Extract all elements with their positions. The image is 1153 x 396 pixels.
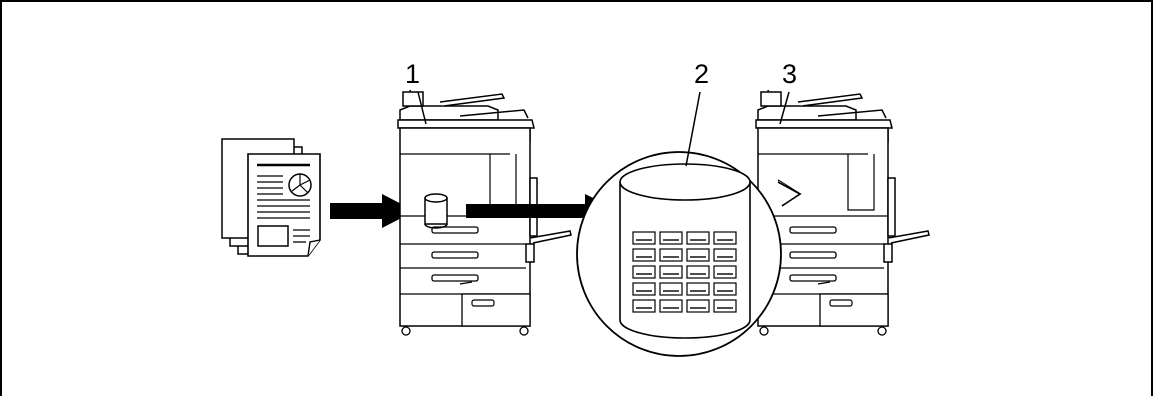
arrow-right-icon [330, 194, 415, 228]
callout-number-1: 1 [405, 59, 420, 89]
callout-leader-1 [417, 91, 427, 125]
callout-number-2: 2 [694, 59, 709, 89]
database-icon-small [424, 193, 448, 229]
destination-machine [755, 89, 930, 336]
document-stack-icon [221, 138, 321, 257]
callout-number-3: 3 [782, 59, 797, 89]
callout-leader-3 [779, 91, 790, 125]
arrow-right-icon [466, 194, 620, 228]
callout-leader-2 [685, 91, 701, 167]
storage-database [576, 151, 802, 357]
